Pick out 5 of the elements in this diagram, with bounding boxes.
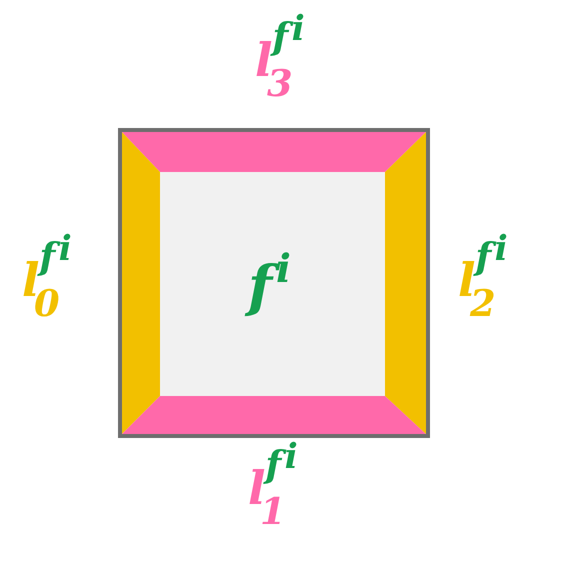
trapezoid-band bbox=[120, 130, 160, 436]
trapezoid-band bbox=[385, 130, 428, 436]
trapezoid-band bbox=[120, 396, 428, 436]
trapezoid-band bbox=[120, 130, 428, 172]
inner-square bbox=[160, 172, 385, 396]
